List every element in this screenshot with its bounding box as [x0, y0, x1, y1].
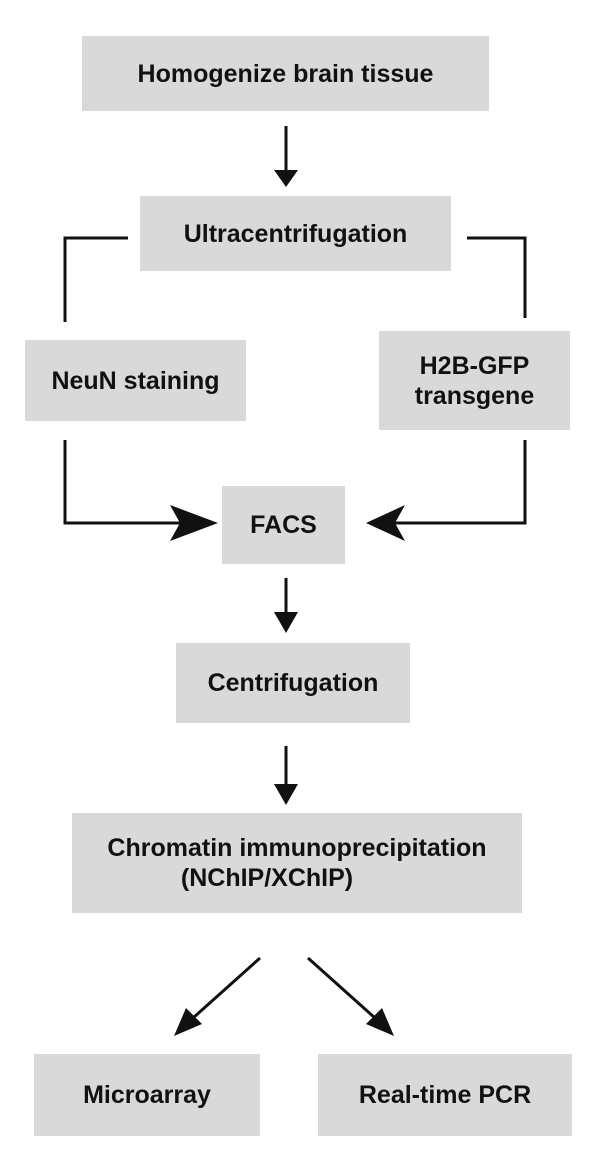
arrowhead-facs-centri — [274, 612, 298, 633]
arrowhead-chromatin-pcr — [366, 1008, 394, 1036]
step-chromatin-immunoprecipitation: Chromatin immunoprecipitation (NChIP/XCh… — [72, 813, 522, 913]
step-label: Homogenize brain tissue — [137, 59, 434, 88]
step-facs: FACS — [222, 486, 345, 564]
step-centrifugation: Centrifugation — [176, 643, 410, 723]
arrow-chromatin-microarray — [191, 956, 262, 1020]
arrowhead-chromatin-microarray — [174, 1008, 202, 1036]
step-microarray: Microarray — [34, 1054, 260, 1136]
step-label-line2: transgene — [414, 381, 535, 410]
step-label: Ultracentrifugation — [183, 219, 408, 248]
arrow-chromatin-pcr — [306, 956, 377, 1020]
arrowhead-homogenize-ultra — [274, 170, 298, 187]
arrowhead-neun-facs — [170, 505, 218, 541]
step-label-line1: H2B-GFP — [419, 351, 530, 380]
step-label: NeuN staining — [51, 366, 220, 395]
arrowhead-h2b-facs — [366, 505, 405, 541]
arrow-h2b-facs — [395, 440, 527, 525]
step-real-time-pcr: Real-time PCR — [318, 1054, 572, 1136]
step-ultracentrifugation: Ultracentrifugation — [140, 196, 451, 271]
step-label: Microarray — [83, 1081, 211, 1109]
connector-ultra-neun — [63, 236, 128, 322]
step-label: Centrifugation — [207, 669, 379, 697]
arrow-neun-facs — [63, 440, 180, 525]
connector-ultra-h2b — [467, 236, 527, 318]
step-homogenize-brain-tissue: Homogenize brain tissue — [82, 36, 489, 111]
step-label-line1: Chromatin immunoprecipitation — [107, 834, 487, 862]
step-label: FACS — [250, 511, 317, 539]
step-label: Real-time PCR — [358, 1081, 532, 1109]
step-neun-staining: NeuN staining — [25, 340, 246, 421]
step-label-line2: (NChIP/XChIP) — [180, 864, 354, 892]
arrowhead-centri-chromatin — [274, 784, 298, 805]
step-h2b-gfp-transgene: H2B-GFP transgene — [379, 331, 570, 430]
